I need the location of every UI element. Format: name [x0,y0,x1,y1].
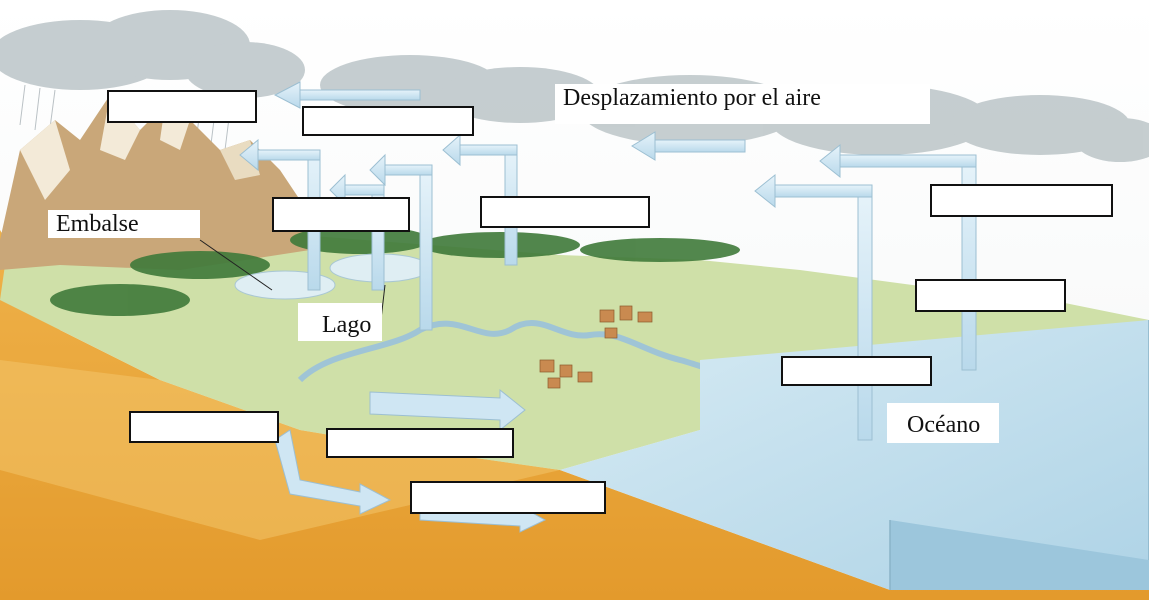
lake-label: Lago [298,303,382,341]
blank-box-1[interactable] [107,90,257,123]
blank-box-10[interactable] [410,481,606,514]
air-transport-label: Desplazamiento por el aire [555,84,930,124]
ocean-front [890,520,1149,590]
reservoir-leader-line [199,239,273,291]
reservoir-label: Embalse [48,210,200,238]
blank-box-5[interactable] [930,184,1113,217]
blank-box-6[interactable] [915,279,1066,312]
blank-box-9[interactable] [326,428,514,458]
ocean-top [560,320,1149,590]
river [297,320,761,383]
blank-box-3[interactable] [272,197,410,232]
towns [539,305,653,389]
blank-box-4[interactable] [480,196,650,228]
forests [50,226,740,316]
blank-box-7[interactable] [781,356,932,386]
air-transport-arrows [273,81,746,161]
blank-box-8[interactable] [129,411,279,443]
blank-box-2[interactable] [302,106,474,136]
ocean-label: Océano [887,403,999,443]
